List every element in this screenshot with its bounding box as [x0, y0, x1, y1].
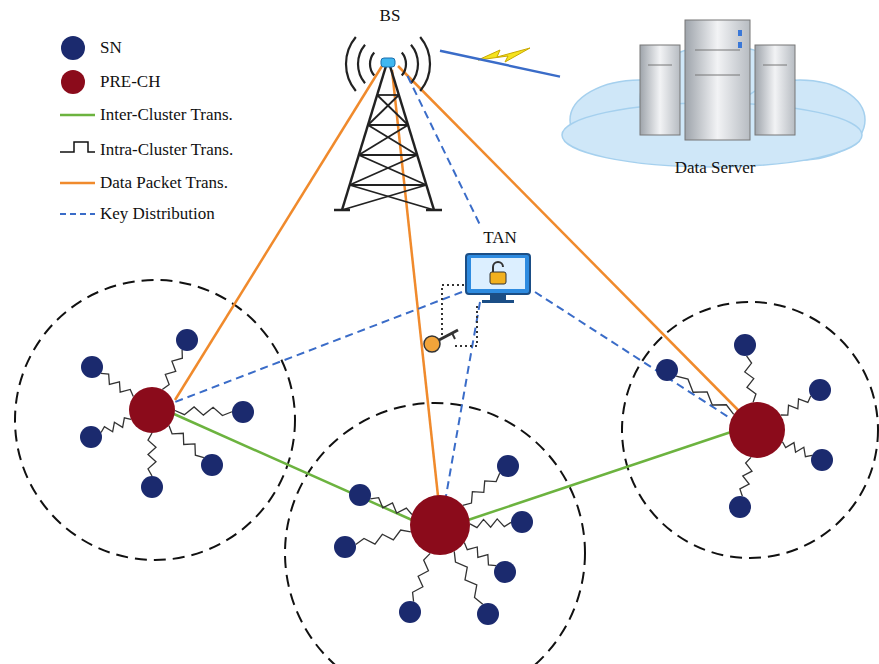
intra-cluster-line: [101, 350, 812, 604]
node-label: Data Server: [672, 156, 759, 180]
legend-label: SN: [100, 38, 122, 58]
sensor-nodes: [80, 329, 833, 625]
key-icon: [424, 285, 477, 352]
tower: [334, 66, 442, 210]
antenna: [381, 58, 395, 67]
legend-label: PRE-CH: [100, 72, 160, 92]
legend-label: Inter-Cluster Trans.: [100, 105, 233, 125]
legend-label: Data Packet Trans.: [100, 173, 228, 193]
computer-icon: [466, 254, 530, 303]
legend-label: Intra-Cluster Trans.: [100, 140, 233, 160]
node-label: BS: [377, 4, 404, 28]
trusted-authority-node: TAN: [460, 226, 540, 306]
data-server: Data Server: [560, 40, 870, 180]
legend-samples: [60, 115, 95, 214]
key-distribution-line: [175, 292, 733, 496]
radio-waves: [346, 37, 430, 91]
wireless-link: [440, 51, 560, 77]
base-station: BS: [340, 4, 440, 76]
legend-label: Key Distribution: [100, 204, 215, 224]
node-label: TAN: [480, 226, 520, 250]
server-icon: [640, 20, 795, 140]
key-distribution-link: [408, 76, 481, 226]
legend-swatch: [61, 36, 85, 60]
cluster-region: [15, 280, 878, 664]
legend-swatch: [61, 70, 85, 94]
